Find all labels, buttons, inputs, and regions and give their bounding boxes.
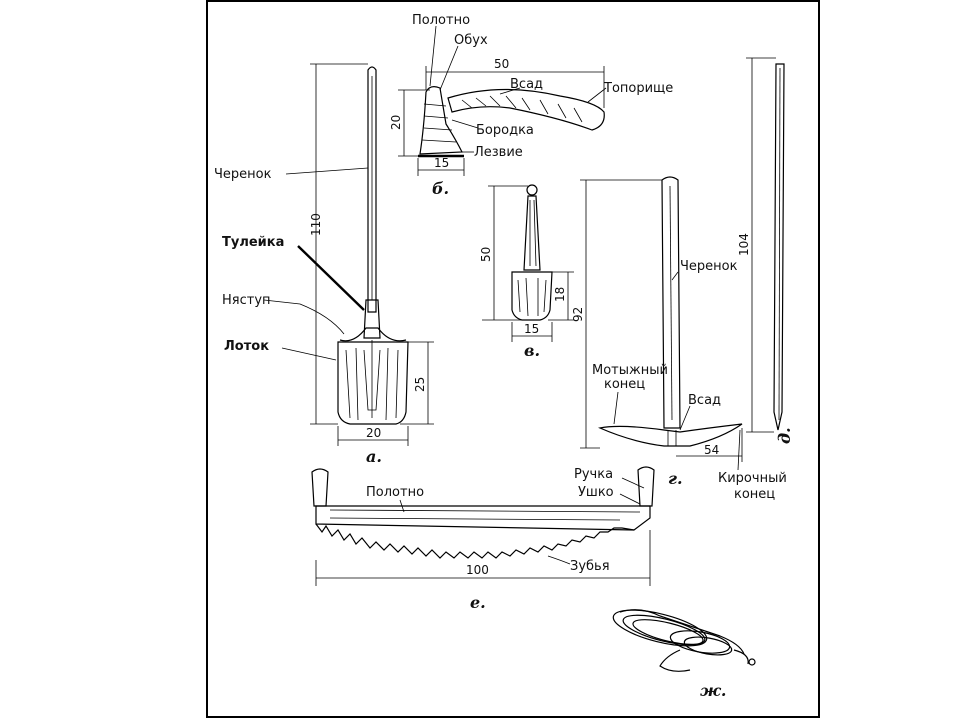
small-shovel: 50 18 15 в. [479, 184, 574, 360]
axe: 50 20 15 Полотно Обух Всад Топорище Боро… [389, 13, 673, 198]
coiled-cord: ж. [612, 609, 756, 700]
dim-stake-length: 104 [737, 233, 751, 256]
label-lezvie: Лезвие [474, 145, 523, 160]
label-kirochny: Кирочный [718, 471, 787, 486]
label-borodka: Бородка [476, 123, 534, 138]
label-nyastup: Няступ [222, 293, 271, 308]
dim-small-shovel-length: 50 [479, 247, 493, 262]
dim-pick-width: 54 [704, 443, 719, 457]
caption-d: д. [775, 427, 794, 444]
dim-axe-height: 20 [389, 115, 403, 130]
label-cherenok-shovel: Черенок [214, 167, 272, 182]
label-lotok: Лоток [224, 339, 269, 354]
label-toporishche: Топорище [603, 81, 673, 96]
saw: 100 Полотно Ручка Ушко Зубья е. [311, 466, 655, 612]
stake: 104 д. [737, 57, 794, 444]
dim-pick-length: 92 [571, 307, 585, 322]
caption-g: г. [668, 469, 683, 488]
caption-zh: ж. [700, 681, 726, 700]
large-shovel: 110 25 20 Черенок Тулейка Няступ Лоток а… [214, 63, 434, 466]
label-vsad-axe: Всад [510, 77, 543, 92]
dim-shovel-blade-width: 20 [366, 426, 381, 440]
caption-b: б. [432, 179, 449, 198]
figure-frame [206, 0, 820, 718]
label-obukh: Обух [454, 33, 488, 48]
label-tuleyka: Тулейка [222, 235, 284, 250]
dim-axe-length: 50 [494, 57, 509, 71]
label-zubya: Зубья [570, 559, 610, 574]
label-polotno-saw: Полотно [366, 485, 424, 500]
pickaxe: 92 54 Черенок Мотыжный конец Всад Кирочн… [571, 176, 787, 502]
dim-small-shovel-blade-width: 15 [524, 322, 539, 336]
caption-e: е. [470, 593, 486, 612]
label-motyzhny: Мотыжный [592, 363, 668, 378]
dim-shovel-blade-height: 25 [413, 377, 427, 392]
caption-v: в. [524, 341, 540, 360]
dim-shovel-length: 110 [309, 213, 323, 236]
caption-a: а. [366, 447, 382, 466]
label-ushko: Ушко [578, 485, 614, 500]
dim-saw-length: 100 [466, 563, 489, 577]
label-vsad-pick: Всад [688, 393, 721, 408]
label-cherenok-pick: Черенок [680, 259, 738, 274]
label-konets-2: конец [734, 487, 775, 502]
dim-small-shovel-blade-height: 18 [553, 287, 567, 302]
label-polotno-axe: Полотно [412, 13, 470, 28]
dim-axe-blade-width: 15 [434, 156, 449, 170]
label-konets-1: конец [604, 377, 645, 392]
label-ruchka: Ручка [574, 467, 613, 482]
